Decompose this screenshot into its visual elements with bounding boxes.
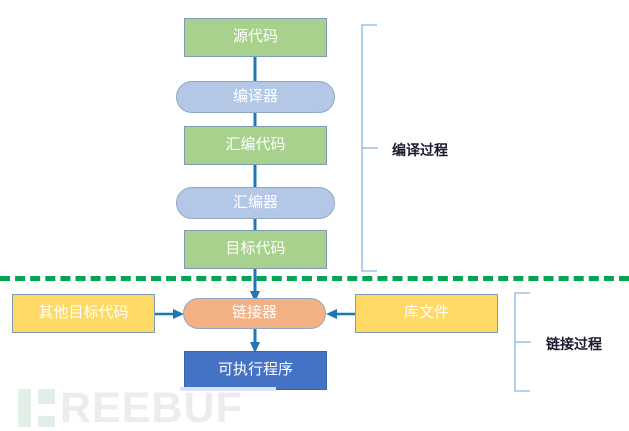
- node-library-file-label: 库文件: [403, 304, 449, 322]
- node-compiler-label: 编译器: [232, 87, 278, 105]
- section-divider: [0, 276, 629, 281]
- bracket-link-process-label: 链接过程: [546, 336, 602, 352]
- node-object-code-label: 目标代码: [225, 240, 286, 258]
- node-assembler: 汇编器: [176, 187, 335, 219]
- watermark-accent-bar: [180, 387, 276, 391]
- node-executable-program-label: 可执行程序: [217, 361, 293, 379]
- node-other-object-code: 其他目标代码: [12, 294, 155, 333]
- bracket-compile-process-label: 编译过程: [392, 142, 448, 158]
- node-assembly-code: 汇编代码: [184, 126, 327, 165]
- watermark-bar: [38, 389, 55, 404]
- connector-linker-to-executable: [248, 329, 262, 353]
- node-library-file: 库文件: [355, 294, 498, 333]
- connector-assembly-code-to-assembler: [248, 165, 262, 187]
- node-source-code: 源代码: [184, 18, 327, 57]
- bracket-link-process: [509, 292, 531, 392]
- node-executable-program: 可执行程序: [184, 351, 327, 390]
- node-assembly-code-label: 汇编代码: [225, 136, 286, 154]
- node-linker: 链接器: [183, 298, 326, 329]
- watermark-bar: [38, 416, 55, 427]
- watermark-text: REEBUF: [60, 384, 243, 431]
- node-linker-label: 链接器: [231, 304, 277, 322]
- connector-library-file-to-linker: [326, 307, 355, 321]
- watermark-bar-group-right: [38, 389, 55, 427]
- node-assembler-label: 汇编器: [232, 193, 278, 211]
- node-compiler: 编译器: [176, 81, 335, 113]
- bracket-compile-process: [356, 24, 378, 272]
- node-source-code-label: 源代码: [232, 28, 278, 46]
- connector-object-code-to-linker: [248, 269, 262, 302]
- watermark-bar-group-left: [18, 389, 31, 427]
- node-object-code: 目标代码: [184, 230, 327, 269]
- connector-source-to-compiler: [248, 57, 262, 81]
- connector-other-object-code-to-linker: [155, 307, 184, 321]
- freebuf-watermark: REEBUF: [18, 384, 243, 431]
- watermark-bar: [18, 389, 31, 427]
- node-other-object-code-label: 其他目标代码: [38, 304, 129, 322]
